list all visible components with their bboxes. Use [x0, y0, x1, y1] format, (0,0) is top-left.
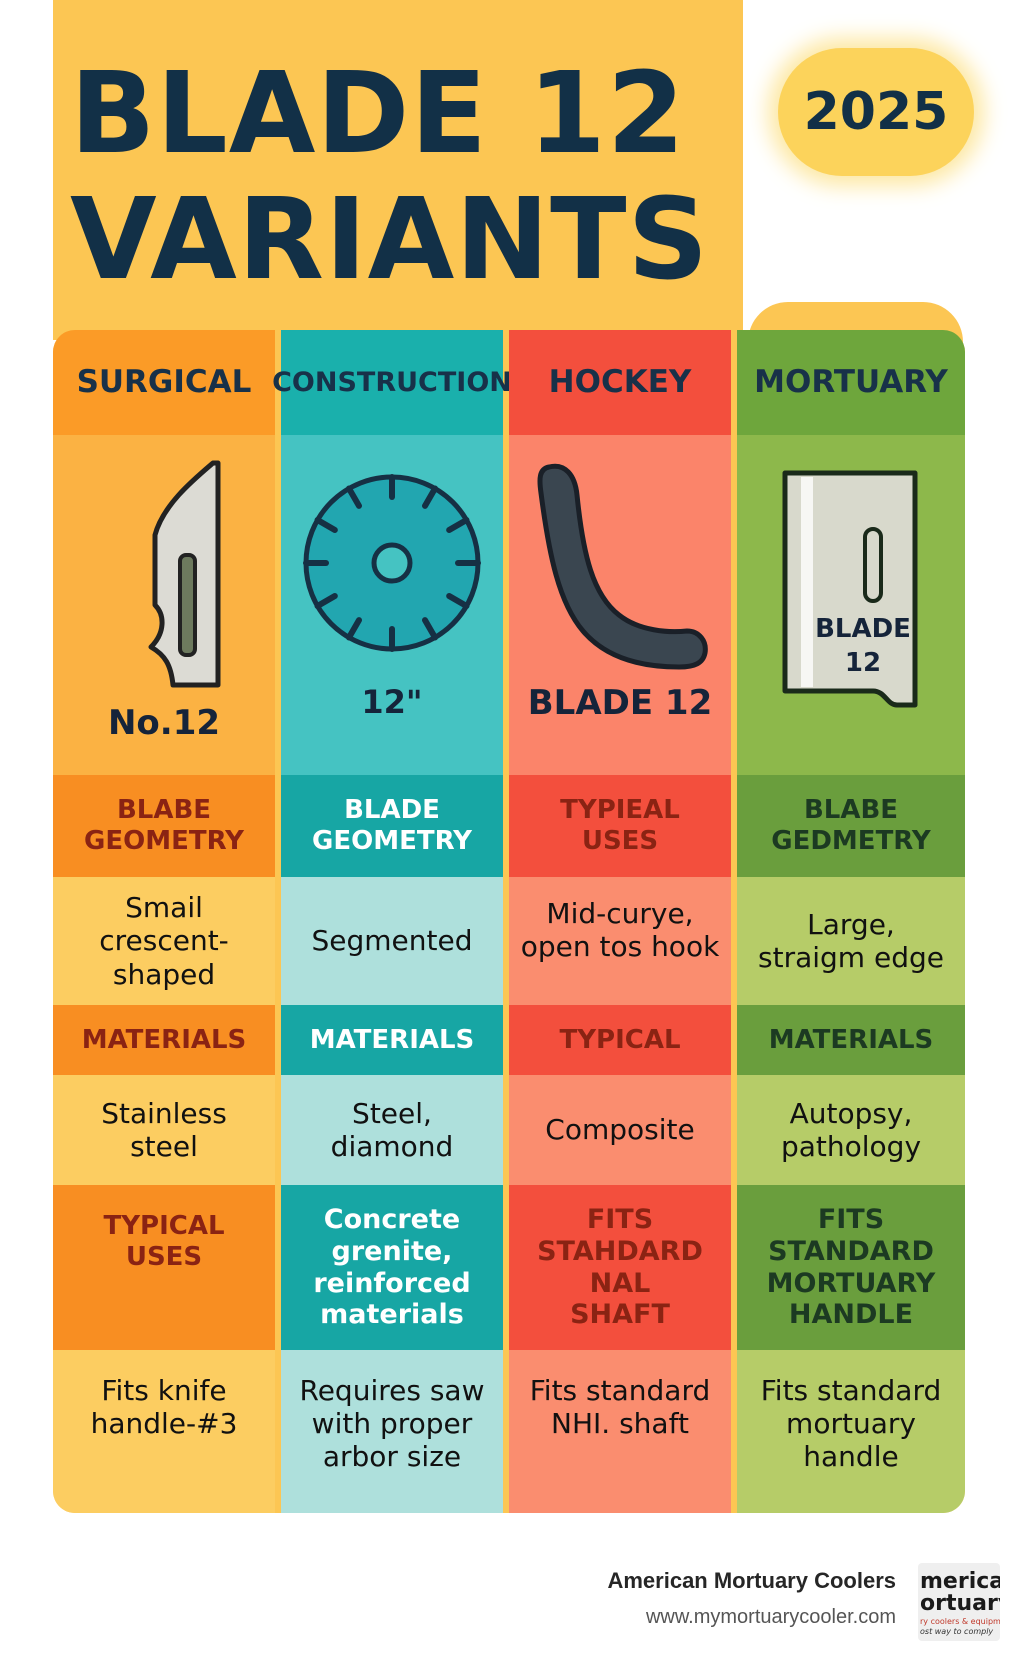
- scalpel-icon: [148, 460, 221, 688]
- row-value-uses-hockey: Mid-curye, open tos hook: [509, 877, 731, 1005]
- row-value-geometry-surgical: Smail crescent- shaped: [53, 877, 275, 1005]
- icon-panel-construction: 12": [281, 435, 503, 775]
- row-label-fits-hockey: FITS STAHDARD NAL SHAFT: [509, 1185, 731, 1350]
- row-label-geometry-construction: BLADE GEOMETRY: [281, 775, 503, 877]
- logo-text-line-2: ortuary: [920, 1591, 1000, 1616]
- row-label-uses-construction: Concrete grenite, reinforced materials: [281, 1185, 503, 1350]
- icon-caption-surgical: No.12: [107, 703, 221, 743]
- row-label-typical-hockey: TYPICAL: [509, 1005, 731, 1075]
- icon-panel-surgical: No.12: [53, 435, 275, 775]
- row-label-materials-mortuary: MATERIALS: [737, 1005, 965, 1075]
- column-header-hockey: HOCKEY: [509, 330, 731, 435]
- column-mortuary: MORTUARY BLADE 12 BLABE GEDMETRY Large, …: [737, 330, 965, 1513]
- row-label-geometry-mortuary: BLABE GEDMETRY: [737, 775, 965, 877]
- icon-caption-hockey: BLADE 12: [527, 683, 713, 723]
- icon-panel-mortuary: BLADE 12: [737, 435, 965, 775]
- column-header-construction: CONSTRUCTION: [272, 330, 512, 435]
- column-header-mortuary: MORTUARY: [737, 330, 965, 435]
- mortuary-blade-icon: [782, 470, 918, 708]
- row-value-geometry-mortuary: Large, straigm edge: [737, 877, 965, 1005]
- page-title-line-2: VARIANTS: [70, 175, 710, 305]
- row-value-uses-construction: Requires saw with proper arbor size: [281, 1350, 503, 1513]
- year-badge: 2025: [778, 48, 974, 176]
- column-surgical: SURGICAL No.12 BLABE GEOMETRY Smail cres…: [53, 330, 275, 1513]
- row-value-fits-mortuary: Fits standard mortuary handle: [737, 1350, 965, 1513]
- logo-text-line-1: merican: [920, 1569, 1000, 1594]
- row-value-materials-surgical: Stainless steel: [53, 1075, 275, 1185]
- comparison-table: SURGICAL No.12 BLABE GEOMETRY Smail cres…: [53, 330, 965, 1513]
- row-value-fits-hockey: Fits standard NHI. shaft: [509, 1350, 731, 1513]
- logo-text-line-4: ost way to comply: [920, 1627, 994, 1636]
- row-value-geometry-construction: Segmented: [281, 877, 503, 1005]
- saw-blade-icon: [303, 474, 481, 652]
- row-label-uses-surgical: TYPICAL USES: [53, 1185, 275, 1350]
- icon-caption-mortuary: BLADE 12: [815, 614, 911, 678]
- icon-panel-hockey: BLADE 12: [509, 435, 731, 775]
- column-hockey: HOCKEY BLADE 12 TYPIEAL USES Mid-curye, …: [509, 330, 731, 1513]
- footer-company-name: American Mortuary Coolers: [607, 1568, 896, 1593]
- row-value-materials-mortuary: Autopsy, pathology: [737, 1075, 965, 1185]
- row-value-typical-hockey: Composite: [509, 1075, 731, 1185]
- row-label-fits-mortuary: FITS STANDARD MORTUARY HANDLE: [737, 1185, 965, 1350]
- row-label-geometry-surgical: BLABE GEOMETRY: [53, 775, 275, 877]
- company-logo: merican ortuary ry coolers & equipment o…: [918, 1563, 1000, 1641]
- logo-text-line-3: ry coolers & equipment: [920, 1617, 1000, 1626]
- row-label-materials-surgical: MATERIALS: [53, 1005, 275, 1075]
- page-title-line-1: BLADE 12: [70, 49, 686, 179]
- footer-website-link[interactable]: www.mymortuarycooler.com: [645, 1606, 896, 1628]
- row-value-materials-construction: Steel, diamond: [281, 1075, 503, 1185]
- row-value-uses-surgical: Fits knife handle-#3: [53, 1350, 275, 1513]
- row-label-uses-hockey: TYPIEAL USES: [509, 775, 731, 877]
- row-label-materials-construction: MATERIALS: [281, 1005, 503, 1075]
- hockey-stick-icon: [537, 463, 708, 670]
- title-panel: [53, 0, 743, 340]
- icon-caption-construction: 12": [361, 683, 423, 721]
- column-header-surgical: SURGICAL: [53, 330, 275, 435]
- column-construction: CONSTRUCTION: [272, 330, 512, 1513]
